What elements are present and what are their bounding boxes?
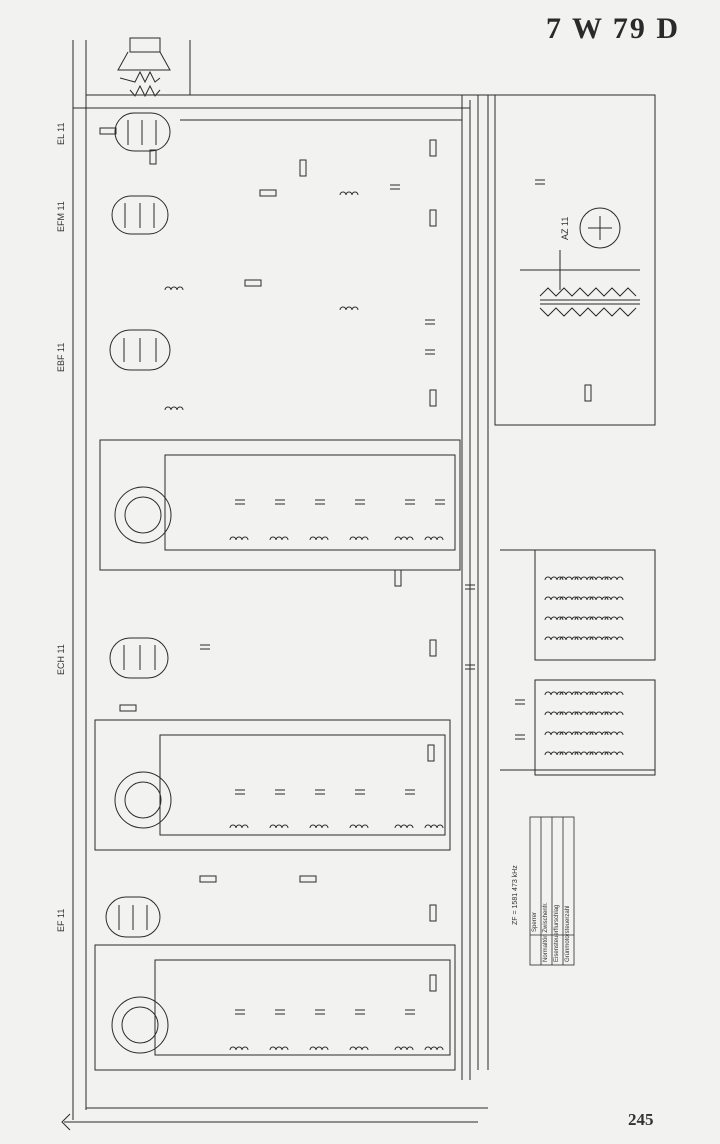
inductor-coil [394, 1046, 414, 1051]
inductor-coil [604, 711, 624, 716]
legend-row-2: Normaltön Zwischenfr. [543, 902, 549, 962]
tube-el11-body [114, 112, 171, 152]
inductor-coil [604, 731, 624, 736]
coil-group [164, 191, 624, 1051]
inductor-coil [559, 636, 579, 641]
inductor-coil [349, 536, 369, 541]
resistor [429, 209, 437, 227]
inductor-coil [339, 191, 359, 196]
inductor-coil [424, 1046, 444, 1051]
inductor-coil [559, 731, 579, 736]
tube-label-ech11: ECH 11 [56, 644, 66, 675]
inductor-coil [559, 616, 579, 621]
inductor-coil [544, 731, 564, 736]
inductor-coil [229, 1046, 249, 1051]
resistor [199, 875, 217, 883]
tube-label-ebf11: EBF 11 [56, 342, 66, 372]
inductor-coil [339, 306, 359, 311]
inductor-coil [544, 751, 564, 756]
inductor-coil [589, 616, 609, 621]
inductor-coil [424, 536, 444, 541]
inductor-coil [604, 616, 624, 621]
tube-label-az11: AZ 11 [560, 216, 570, 240]
inductor-coil [559, 711, 579, 716]
inductor-coil [544, 616, 564, 621]
resistor [394, 569, 402, 587]
inductor-coil [164, 406, 184, 411]
inductor-coil [229, 536, 249, 541]
page-number: 245 [628, 1110, 654, 1129]
tube-label-el11: EL 11 [56, 122, 66, 145]
resistor [299, 875, 317, 883]
legend-row-1: Sperrer [532, 911, 538, 932]
inductor-coil [394, 536, 414, 541]
zf-frequency-label: ZF = 1581 473 kHz [512, 865, 519, 925]
inductor-coil [544, 576, 564, 581]
inductor-coil [559, 576, 579, 581]
resistor [429, 974, 437, 992]
inductor-coil [544, 636, 564, 641]
resistor [429, 904, 437, 922]
inductor-coil [604, 751, 624, 756]
legend-row-4: Grünmotorsteuerzahl [565, 905, 571, 962]
inductor-coil [574, 636, 594, 641]
inductor-coil [574, 576, 594, 581]
resistor [119, 704, 137, 712]
inductor-coil [589, 711, 609, 716]
legend-row-3: Eisensteuerflurschlag [554, 904, 560, 962]
inductor-coil [589, 596, 609, 601]
resistor [429, 139, 437, 157]
tube-label-ef11: EF 11 [56, 908, 66, 932]
inductor-coil [559, 751, 579, 756]
resistor [244, 279, 262, 287]
inductor-coil [309, 824, 329, 829]
resistor [427, 744, 435, 762]
resistor [584, 384, 592, 402]
inductor-coil [574, 616, 594, 621]
inductor-coil [424, 824, 444, 829]
inductor-coil [394, 824, 414, 829]
resistor [259, 189, 277, 197]
resistor [299, 159, 307, 177]
inductor-coil [589, 691, 609, 696]
tube-label-efm11: EFM 11 [56, 201, 66, 232]
inductor-coil [589, 576, 609, 581]
inductor-coil [544, 711, 564, 716]
inductor-coil [604, 636, 624, 641]
inductor-coil [164, 286, 184, 291]
resistor [149, 149, 157, 165]
inductor-coil [574, 731, 594, 736]
inductor-coil [574, 751, 594, 756]
inductor-coil [559, 691, 579, 696]
inductor-coil [589, 751, 609, 756]
inductor-coil [544, 596, 564, 601]
inductor-coil [309, 536, 329, 541]
inductor-coil [349, 824, 369, 829]
inductor-coil [269, 536, 289, 541]
inductor-coil [269, 1046, 289, 1051]
resistor [99, 127, 117, 135]
inductor-coil [574, 711, 594, 716]
inductor-coil [604, 691, 624, 696]
inductor-coil [589, 731, 609, 736]
parts-group [99, 127, 592, 1015]
resistor [429, 389, 437, 407]
inductor-coil [269, 824, 289, 829]
inductor-coil [604, 596, 624, 601]
inductor-coil [589, 636, 609, 641]
resistor [429, 639, 437, 657]
inductor-coil [544, 691, 564, 696]
inductor-coil [574, 691, 594, 696]
inductor-coil [349, 1046, 369, 1051]
inductor-coil [559, 596, 579, 601]
inductor-coil [604, 576, 624, 581]
document-title: 7 W 79 D [546, 12, 681, 45]
inductor-coil [229, 824, 249, 829]
inductor-coil [574, 596, 594, 601]
inductor-coil [309, 1046, 329, 1051]
